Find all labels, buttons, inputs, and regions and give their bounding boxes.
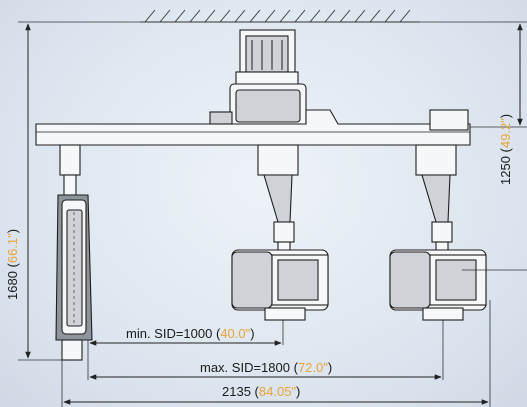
tube-arm-max-position — [389, 144, 487, 321]
tube-arm-min-position — [231, 144, 329, 321]
label-min-sid: min. SID=1000 (40.0") — [126, 326, 255, 341]
label-rail-height: 1250 (49.2") — [498, 114, 513, 185]
ceiling-mount-assembly — [229, 29, 307, 129]
label-total-height: 1680 (66.1") — [5, 229, 20, 300]
wall-detector-stand — [55, 144, 93, 361]
ceiling-hatch — [140, 9, 420, 23]
horizontal-rail — [35, 109, 471, 146]
label-total-width: 2135 (84.05") — [222, 384, 300, 399]
label-max-sid: max. SID=1800 (72.0") — [200, 360, 332, 375]
